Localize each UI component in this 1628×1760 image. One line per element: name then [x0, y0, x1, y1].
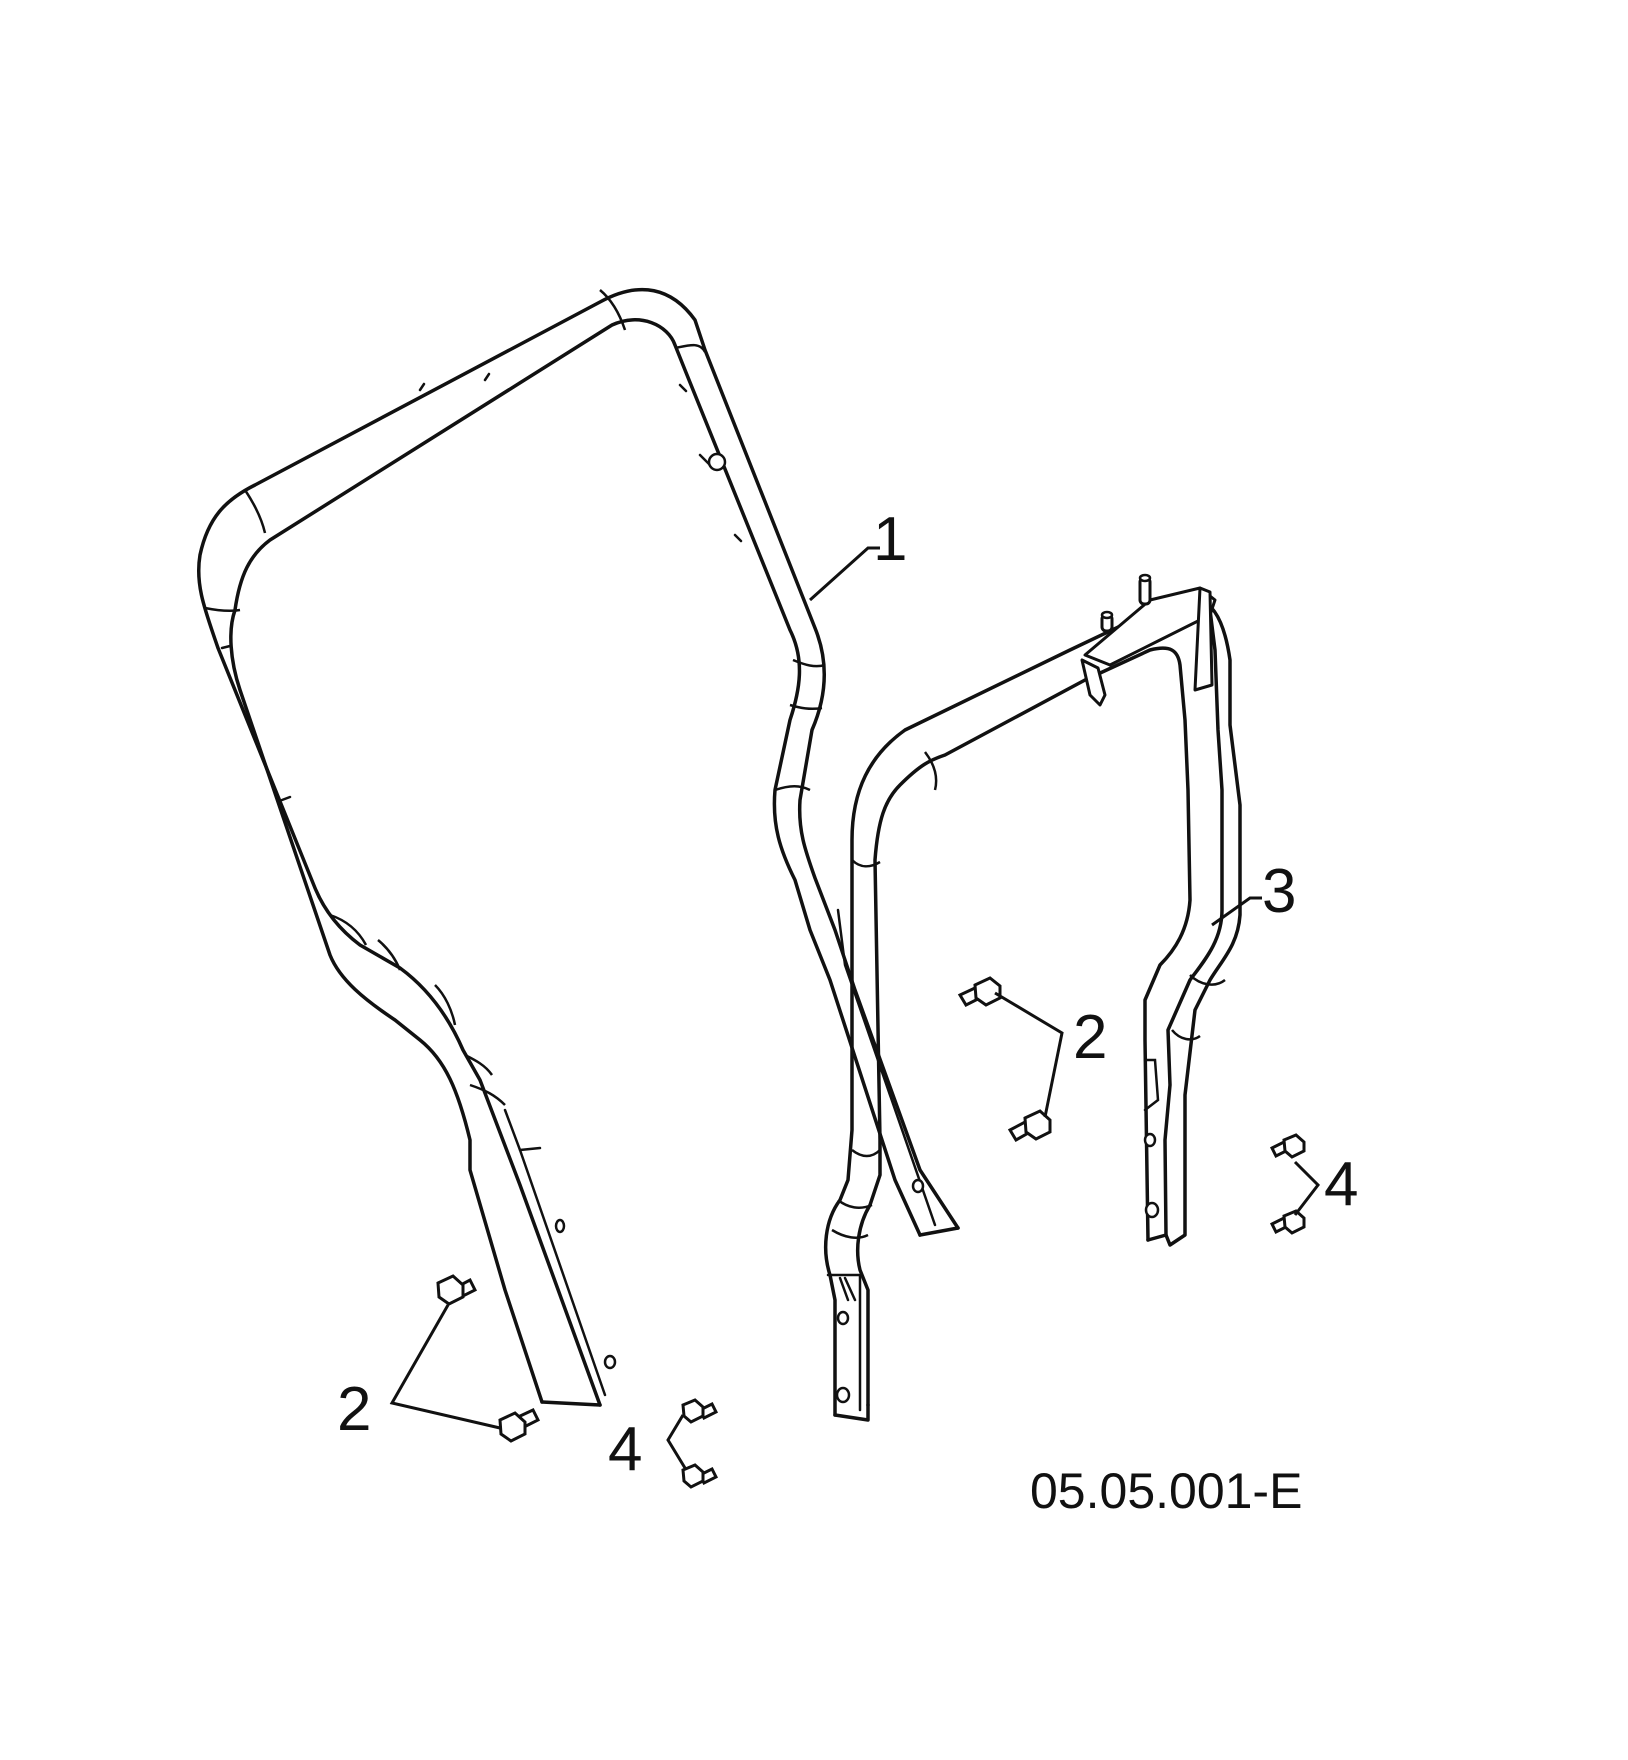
callout-4-right: 4: [1324, 1150, 1358, 1219]
bolt-4-right-a: [1269, 1133, 1306, 1159]
lower-handle-frame: [823, 573, 1242, 1422]
drawing-code: 05.05.001-E: [1030, 1463, 1302, 1519]
bolt-4-left-a: [681, 1398, 719, 1424]
callout-2-left: 2: [337, 1375, 371, 1444]
callout-2-right: 2: [1073, 1003, 1107, 1072]
bolt-2-right-b: [1007, 1109, 1052, 1143]
bolt-2-left-a: [436, 1274, 478, 1306]
callout-1: 1: [873, 505, 907, 574]
upper-handle-frame: [196, 287, 960, 1407]
bolt-2-left-b: [498, 1408, 541, 1443]
leader-lines: [389, 546, 1320, 1469]
callout-3: 3: [1262, 857, 1296, 926]
callout-4-left: 4: [608, 1415, 642, 1484]
bolt-4-left-b: [681, 1463, 719, 1489]
bolt-2-right-a: [957, 976, 1002, 1007]
bolt-4-right-b: [1269, 1209, 1306, 1235]
